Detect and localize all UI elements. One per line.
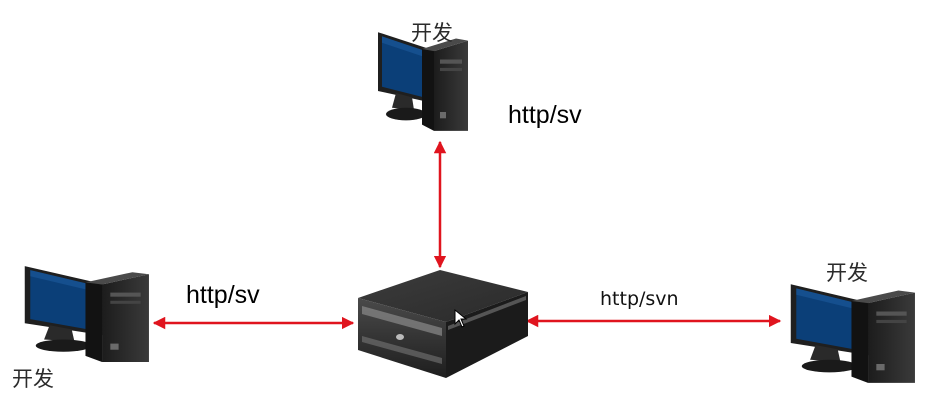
right-client-label: 开发 [826,261,868,285]
left-edge-label: http/sv [186,281,260,309]
top-edge-label: http/sv [508,101,582,129]
left-client-label: 开发 [12,367,54,391]
server-icon [358,270,528,378]
left-computer-icon [24,266,149,362]
right-computer-icon [790,284,915,383]
right-edge-label: http/svn [600,288,679,310]
top-client-label: 开发 [411,21,453,45]
top-computer-icon [378,32,468,131]
